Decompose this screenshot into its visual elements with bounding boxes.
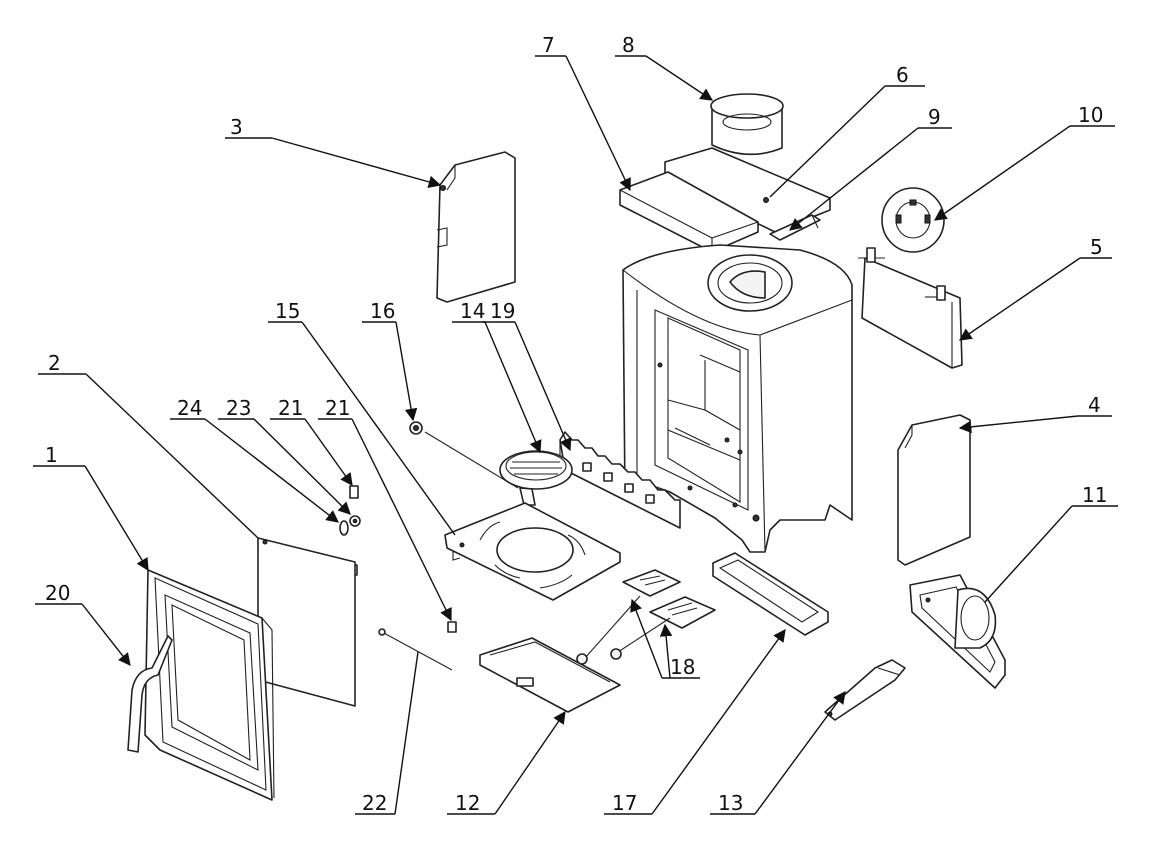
callout-label-12: 12 [455,791,480,815]
callout-19: 19 [482,299,572,452]
callout-24: 24 [170,396,339,523]
part-10-ring-plate [881,187,945,253]
callout-label-23: 23 [226,396,251,420]
part-21-catch-lower [447,621,457,633]
callout-14: 14 [452,299,542,454]
callout-12: 12 [447,710,566,815]
part-8-flue-collar [710,93,784,156]
callout-label-21b: 21 [325,396,350,420]
callout-18: 18 [630,598,700,679]
callout-11: 11 [984,483,1118,603]
callout-label-2: 2 [48,351,61,375]
part-4-side-brick [897,414,971,566]
callout-label-17: 17 [612,791,637,815]
callout-21a: 21 [270,396,353,487]
callout-label-15: 15 [275,299,300,323]
callout-label-16: 16 [370,299,395,323]
part-11-outlet-box [909,574,1006,689]
callout-label-8: 8 [622,33,635,57]
callout-23: 23 [218,396,351,515]
callout-label-4: 4 [1088,393,1101,417]
callout-label-24: 24 [177,396,202,420]
part-1-door-frame [144,569,275,801]
callout-label-7: 7 [542,33,555,57]
callout-label-5: 5 [1090,235,1103,259]
callout-label-1: 1 [45,443,58,467]
callout-label-20: 20 [45,581,70,605]
callout-label-9: 9 [928,105,941,129]
callout-label-3: 3 [230,115,243,139]
part-22-spring [378,628,453,671]
callout-21b: 21 [318,396,452,622]
callout-17: 17 [604,628,786,815]
part-15-base-plate [444,502,621,601]
part-13-riddling-tool [824,659,906,721]
callout-16: 16 [362,299,418,422]
callout-10: 10 [933,103,1115,221]
callout-13: 13 [710,690,846,815]
callout-label-6: 6 [896,63,909,87]
callout-label-14: 14 [460,299,485,323]
part-12-ash-pan [479,637,621,713]
callout-label-11: 11 [1082,483,1107,507]
part-21-catch-upper [349,485,359,499]
callout-5: 5 [958,235,1112,341]
part-24-nut [339,520,349,536]
part-16-riddling-rod [409,421,519,489]
part-17-ash-lip [712,552,829,636]
callout-label-21a: 21 [278,396,303,420]
part-3-side-panel [436,151,516,303]
callout-15: 15 [268,299,456,536]
callout-label-13: 13 [718,791,743,815]
callout-6: 6 [769,63,925,198]
callout-label-22: 22 [362,791,387,815]
callout-7: 7 [535,33,631,192]
stove-body [622,244,853,553]
callout-20: 20 [35,581,131,666]
part-5-side-plate [858,247,963,369]
callout-4: 4 [958,393,1112,434]
callout-label-18: 18 [670,655,695,679]
part-14-round-grate [499,450,573,506]
part-23-washer [349,515,361,527]
callout-1: 1 [33,443,149,572]
callout-8: 8 [615,33,714,101]
part-19-grate-rail [559,431,681,529]
callout-9: 9 [789,105,952,231]
callout-label-10: 10 [1078,103,1103,127]
callout-label-19: 19 [490,299,515,323]
part-20-door-handle [127,635,173,753]
callout-22: 22 [355,651,419,815]
callout-2: 2 [38,351,259,539]
callout-3: 3 [225,115,442,189]
part-18-air-slides [576,569,716,665]
